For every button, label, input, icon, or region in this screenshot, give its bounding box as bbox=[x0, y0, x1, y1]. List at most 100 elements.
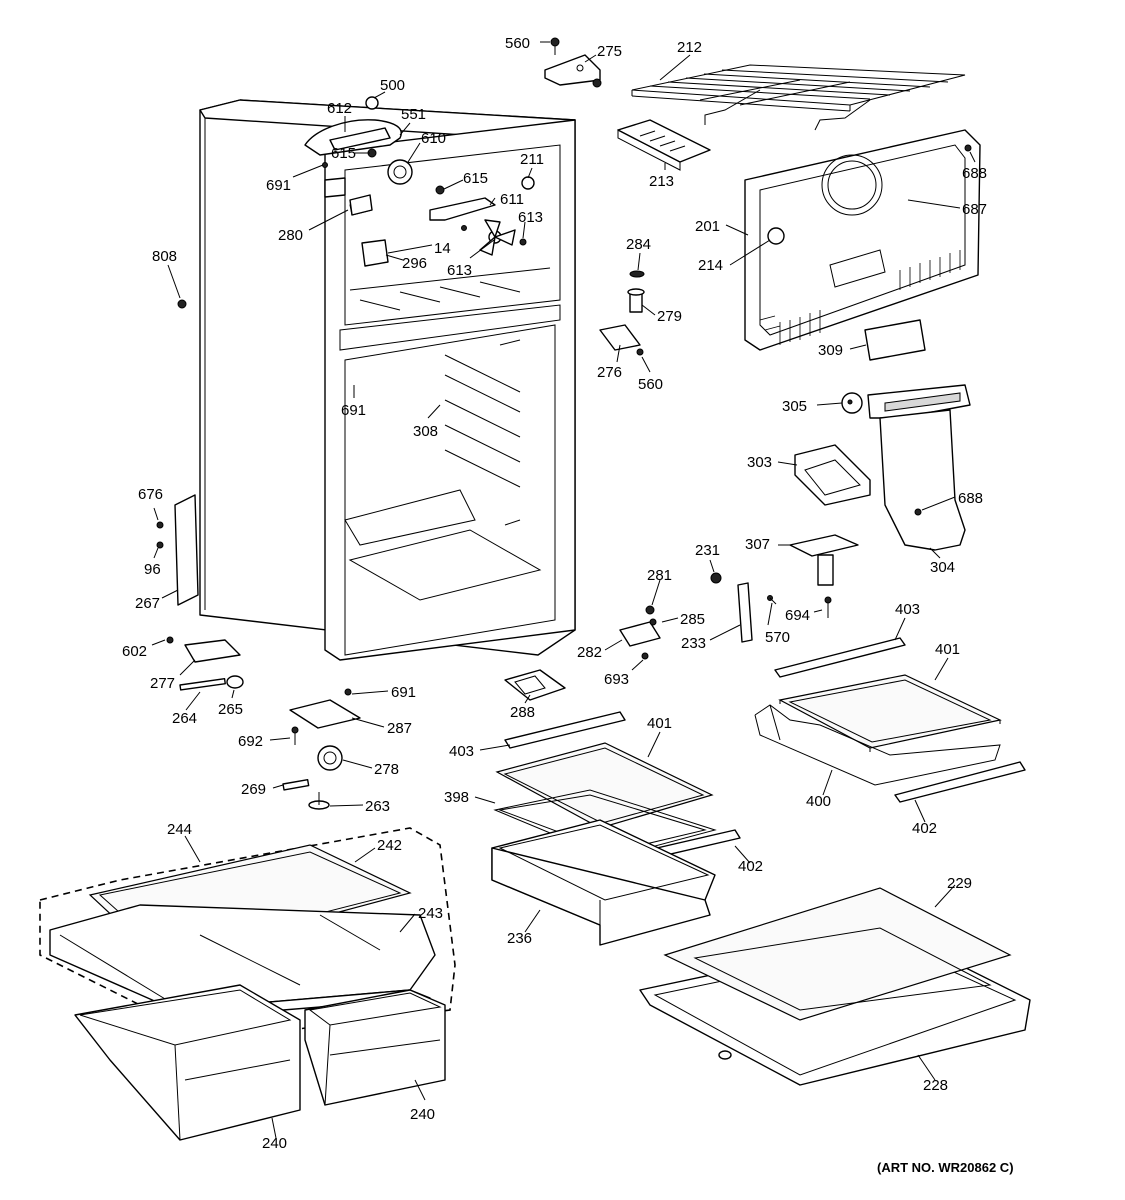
glass-shelf-401-right bbox=[778, 674, 1002, 752]
callout-691: 691 bbox=[391, 684, 416, 701]
callout-212: 212 bbox=[677, 39, 702, 56]
hinge-top-assembly bbox=[544, 37, 602, 88]
callout-231: 231 bbox=[695, 542, 720, 559]
left-side-parts bbox=[156, 299, 361, 810]
hinge-282 bbox=[619, 605, 661, 660]
callout-602: 602 bbox=[122, 643, 147, 660]
callout-808: 808 bbox=[152, 248, 177, 265]
callout-280: 280 bbox=[278, 227, 303, 244]
callout-305: 305 bbox=[782, 398, 807, 415]
callout-570: 570 bbox=[765, 629, 790, 646]
art-number: (ART NO. WR20862 C) bbox=[877, 1160, 1014, 1175]
callout-263: 263 bbox=[365, 798, 390, 815]
callout-551: 551 bbox=[401, 106, 426, 123]
callout-401: 401 bbox=[935, 641, 960, 658]
callout-244: 244 bbox=[167, 821, 192, 838]
shelf-support-233 bbox=[710, 572, 832, 643]
callout-693: 693 bbox=[604, 671, 629, 688]
callout-694: 694 bbox=[785, 607, 810, 624]
callout-398: 398 bbox=[444, 789, 469, 806]
callout-228: 228 bbox=[923, 1077, 948, 1094]
callout-288: 288 bbox=[510, 704, 535, 721]
callout-281: 281 bbox=[647, 567, 672, 584]
crisper-drawer-236 bbox=[491, 819, 716, 946]
callout-676: 676 bbox=[138, 486, 163, 503]
callout-402: 402 bbox=[738, 858, 763, 875]
callout-402: 402 bbox=[912, 820, 937, 837]
hinge-plate-288 bbox=[504, 669, 566, 701]
trim-402-right bbox=[894, 761, 1026, 803]
callout-96: 96 bbox=[144, 561, 161, 578]
air-duct-304 bbox=[867, 384, 971, 551]
callout-211: 211 bbox=[520, 151, 544, 168]
callout-240: 240 bbox=[262, 1135, 287, 1152]
callout-692: 692 bbox=[238, 733, 263, 750]
callout-14: 14 bbox=[434, 240, 451, 257]
callout-307: 307 bbox=[745, 536, 770, 553]
glass-shelf-401-center bbox=[495, 742, 714, 833]
callout-287: 287 bbox=[387, 720, 412, 737]
callout-403: 403 bbox=[895, 601, 920, 618]
callout-201: 201 bbox=[695, 218, 720, 235]
crisper-cover-assembly-244 bbox=[39, 827, 456, 1041]
callout-613: 613 bbox=[447, 262, 472, 279]
callout-615: 615 bbox=[463, 170, 488, 187]
callout-278: 278 bbox=[374, 761, 399, 778]
callout-691: 691 bbox=[266, 177, 291, 194]
callout-213: 213 bbox=[649, 173, 674, 190]
callout-267: 267 bbox=[135, 595, 160, 612]
callout-269: 269 bbox=[241, 781, 266, 798]
callout-265: 265 bbox=[218, 701, 243, 718]
callout-264: 264 bbox=[172, 710, 197, 727]
callout-276: 276 bbox=[597, 364, 622, 381]
callout-240: 240 bbox=[410, 1106, 435, 1123]
callout-labels: 560 275 212 500 612 551 610 615 691 615 … bbox=[122, 35, 987, 1152]
callout-688: 688 bbox=[962, 165, 987, 182]
callout-560: 560 bbox=[638, 376, 663, 393]
callout-691: 691 bbox=[341, 402, 366, 419]
callout-613: 613 bbox=[518, 209, 543, 226]
callout-303: 303 bbox=[747, 454, 772, 471]
callout-277: 277 bbox=[150, 675, 175, 692]
damper-305 bbox=[841, 392, 863, 414]
thermostat-knob-279 bbox=[627, 270, 645, 313]
callout-242: 242 bbox=[377, 837, 402, 854]
callout-282: 282 bbox=[577, 644, 602, 661]
callout-610: 610 bbox=[421, 130, 446, 147]
callout-615: 615 bbox=[331, 145, 356, 162]
callout-500: 500 bbox=[380, 77, 405, 94]
cover-307 bbox=[789, 534, 859, 586]
callout-284: 284 bbox=[626, 236, 651, 253]
callout-308: 308 bbox=[413, 423, 438, 440]
shelf-frame-400 bbox=[754, 704, 1001, 786]
callout-688: 688 bbox=[958, 490, 983, 507]
hinge-center-276 bbox=[599, 324, 644, 356]
callout-611: 611 bbox=[500, 191, 524, 208]
callout-296: 296 bbox=[402, 255, 427, 272]
callout-236: 236 bbox=[507, 930, 532, 947]
callout-275: 275 bbox=[597, 43, 622, 60]
crisper-pan-240-right bbox=[304, 989, 446, 1106]
callout-309: 309 bbox=[818, 342, 843, 359]
leader-lines bbox=[151, 41, 976, 1139]
callout-403: 403 bbox=[449, 743, 474, 760]
freezer-wire-shelf bbox=[631, 64, 966, 131]
callout-233: 233 bbox=[681, 635, 706, 652]
crisper-pan-240-left bbox=[74, 984, 301, 1141]
callout-612: 612 bbox=[327, 100, 352, 117]
callout-279: 279 bbox=[657, 308, 682, 325]
control-housing bbox=[304, 96, 535, 267]
trim-403-right bbox=[774, 637, 906, 678]
callout-400: 400 bbox=[806, 793, 831, 810]
callout-687: 687 bbox=[962, 201, 987, 218]
callout-229: 229 bbox=[947, 875, 972, 892]
crisper-cover-228-229 bbox=[639, 887, 1031, 1086]
label-309 bbox=[864, 319, 926, 361]
callout-214: 214 bbox=[698, 257, 723, 274]
refrigerator-cabinet bbox=[199, 99, 576, 661]
duct-housing-303 bbox=[794, 444, 871, 506]
ice-tray bbox=[617, 119, 711, 171]
freezer-back-cover bbox=[744, 129, 981, 351]
callout-243: 243 bbox=[418, 905, 443, 922]
